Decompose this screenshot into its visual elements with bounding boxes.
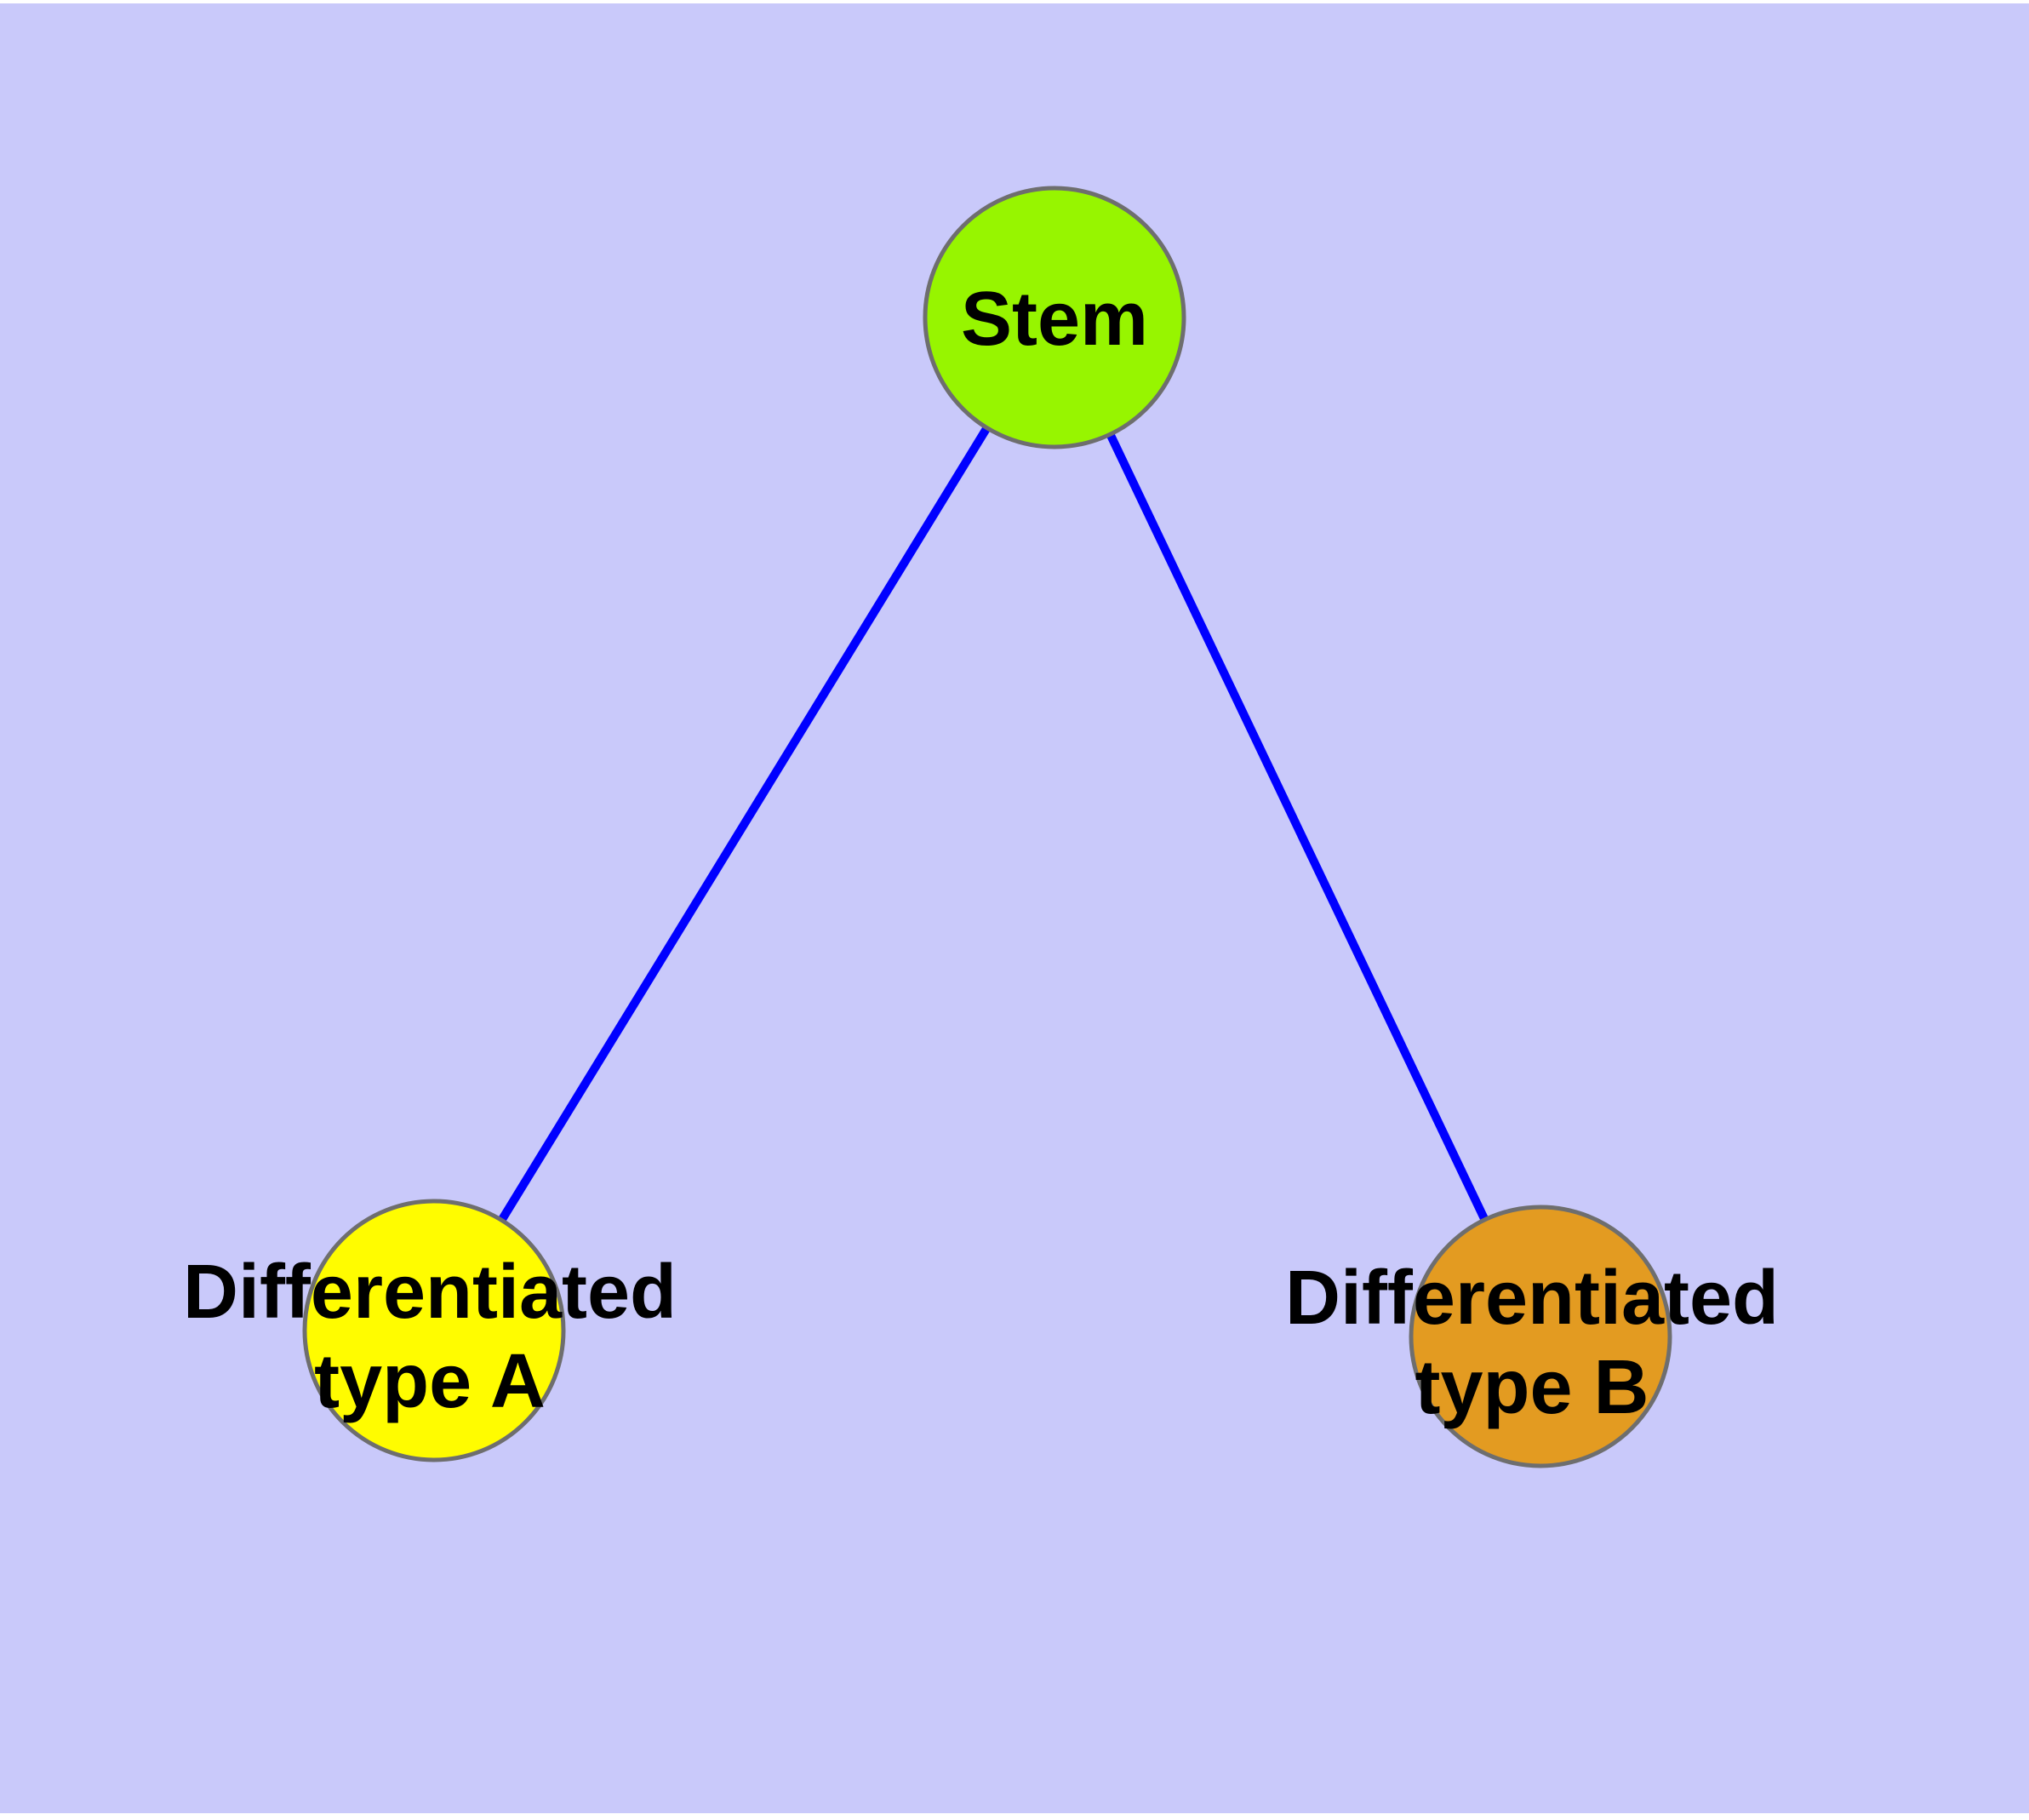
node-stem-label: Stem [961,277,1148,362]
node-type-a-label-line1: Differentiated [183,1250,677,1335]
edge-stem-to-type-a [430,315,1059,1333]
node-differentiated-type-a [302,1199,566,1462]
node-stem [923,186,1186,449]
edge-stem-to-type-b [1050,315,1545,1339]
node-type-b-label-line2: type B [1415,1345,1649,1430]
node-type-a-label-line2: type A [314,1339,546,1424]
node-type-b-label-line1: Differentiated [1285,1256,1779,1341]
node-differentiated-type-b [1409,1205,1672,1468]
